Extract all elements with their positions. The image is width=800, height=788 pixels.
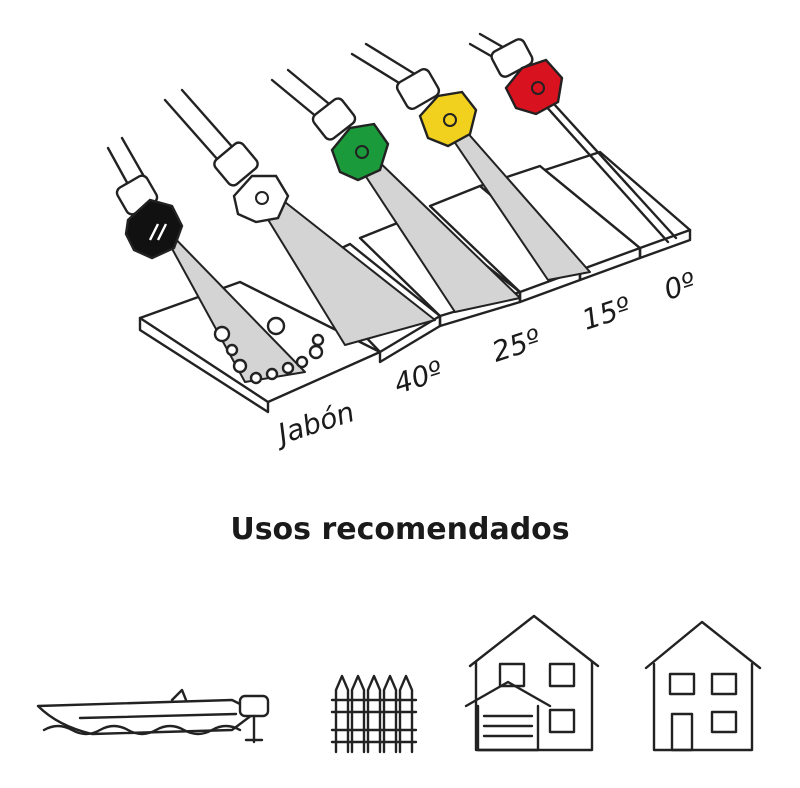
label-15: 15º <box>578 290 635 336</box>
label-40: 40º <box>390 354 447 400</box>
nozzle-tips <box>124 58 564 260</box>
nozzle-25 <box>330 122 390 182</box>
label-soap: Jabón <box>269 395 358 452</box>
spray-patterns <box>161 90 678 383</box>
nozzle-40 <box>232 174 290 224</box>
boat-icon <box>36 688 270 744</box>
soap-bubbles <box>213 316 325 385</box>
fence-icon <box>330 674 418 754</box>
two-story-house-garage-icon <box>464 614 600 752</box>
section-heading: Usos recomendados <box>230 512 570 547</box>
house-icon <box>644 620 762 752</box>
hoses <box>106 32 510 190</box>
label-0: 0º <box>660 266 700 307</box>
nozzle-soap <box>124 198 184 260</box>
nozzle-15 <box>418 90 478 148</box>
nozzle-collars <box>115 38 534 216</box>
label-25: 25º <box>488 322 545 368</box>
nozzle-0 <box>504 58 564 116</box>
